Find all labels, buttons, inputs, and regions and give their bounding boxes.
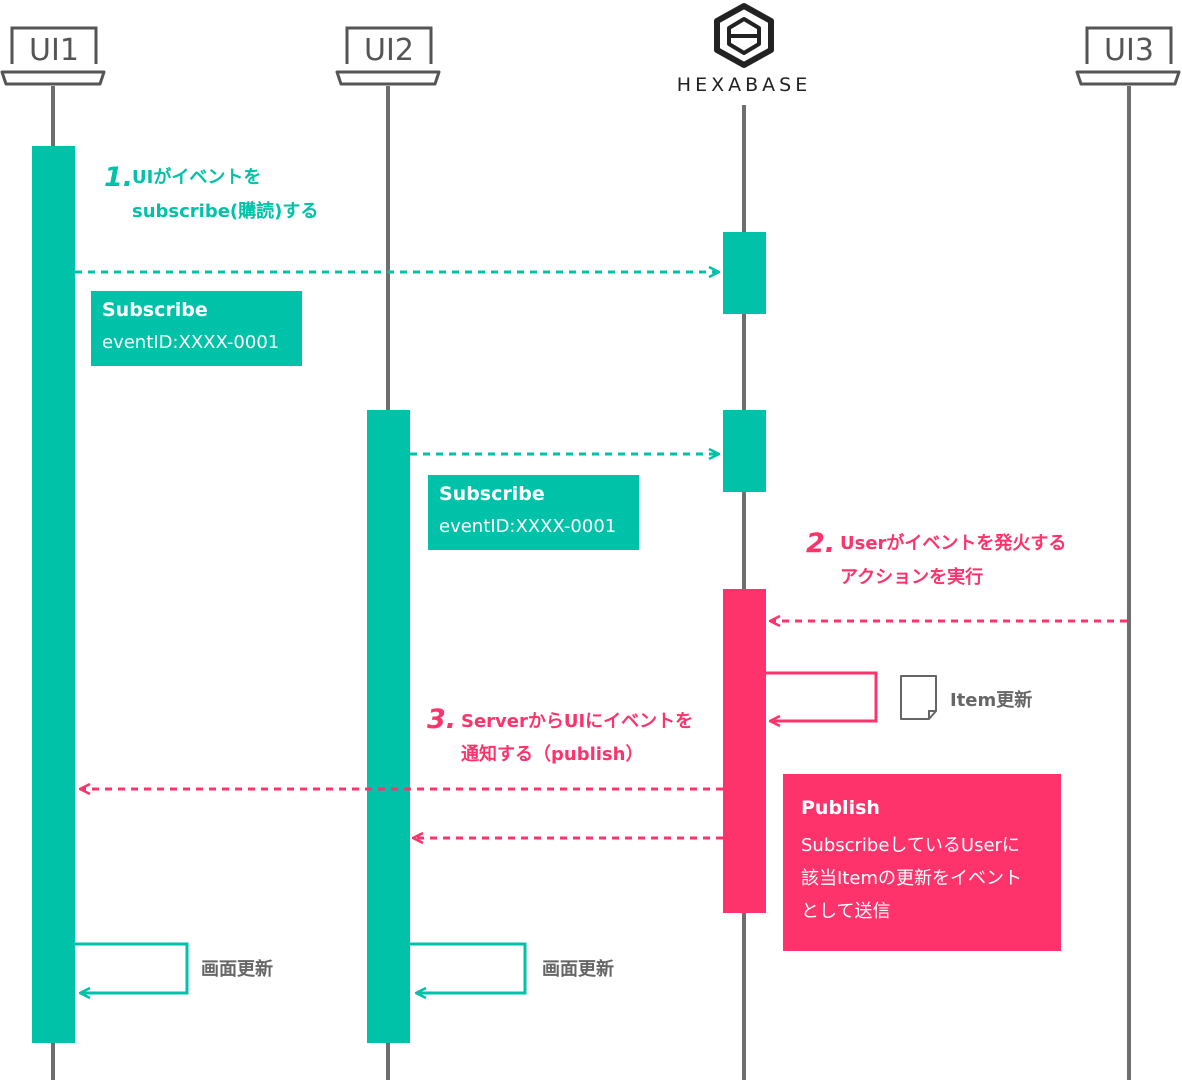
self-loop-screen-update-ui1 [75, 942, 189, 993]
step-number-2: 2. [806, 528, 835, 559]
activation-bar-hexabase-1 [723, 232, 766, 314]
document-icon [900, 675, 937, 720]
subscribe-box-ui1-line-1: eventID:XXXX-0001 [102, 332, 279, 353]
publish-box-title: Publish [801, 797, 880, 819]
item-update-label: Item更新 [950, 689, 1032, 711]
step-3-line-2: 通知する（publish） [461, 743, 643, 765]
activation-bar-ui2 [367, 410, 410, 1043]
hexabase-wordmark: HEXABASE [677, 74, 811, 96]
publish-box-line-2: 該当Itemの更新をイベント [801, 868, 1022, 889]
subscribe-box-ui1-title: Subscribe [102, 299, 208, 321]
laptop-icon: UI1 [0, 26, 106, 86]
publish-box: Publish SubscribeしているUserに 該当Itemの更新をイベン… [783, 774, 1061, 951]
subscribe-box-ui2: Subscribe eventID:XXXX-0001 [428, 475, 639, 550]
participant-label-ui2: UI2 [364, 33, 414, 68]
step-number-1: 1. [104, 162, 133, 193]
publish-box-line-1: SubscribeしているUserに [801, 835, 1020, 856]
subscribe-box-ui2-line-1: eventID:XXXX-0001 [439, 516, 616, 537]
self-loop-item-update [766, 671, 878, 721]
participant-label-ui3: UI3 [1104, 33, 1154, 68]
step-2-line-1: Userがイベントを発火する [840, 532, 1066, 554]
subscribe-box-ui1: Subscribe eventID:XXXX-0001 [91, 291, 302, 366]
step-3-line-1: ServerからUIにイベントを [461, 711, 693, 732]
participant-label-ui1: UI1 [29, 33, 79, 68]
screen-update-label-ui1: 画面更新 [201, 958, 273, 980]
publish-box-line-3: として送信 [801, 901, 890, 922]
step-1-line-2: subscribe(購読)する [132, 200, 318, 222]
activation-bar-hexabase-3 [723, 589, 766, 913]
step-number-3: 3. [427, 704, 456, 735]
activation-bar-ui1 [32, 146, 75, 1043]
hexabase-logo: HEXABASE [677, 3, 811, 96]
subscribe-box-ui2-title: Subscribe [439, 483, 545, 505]
screen-update-label-ui2: 画面更新 [542, 958, 614, 980]
step-2-line-2: アクションを実行 [840, 566, 983, 588]
activation-bar-hexabase-2 [723, 410, 766, 492]
laptop-icon: UI2 [335, 26, 441, 86]
step-1-line-1: UIがイベントを [132, 166, 261, 188]
laptop-icon: UI3 [1075, 26, 1181, 86]
self-loop-screen-update-ui2 [410, 942, 527, 993]
